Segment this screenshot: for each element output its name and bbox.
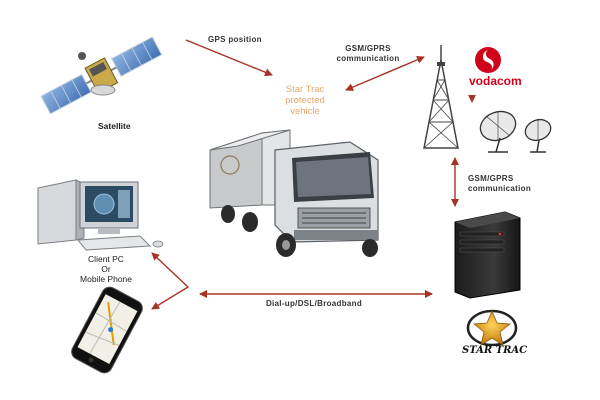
client-label-line3: Mobile Phone (80, 274, 132, 284)
truck-icon (209, 129, 379, 257)
satellite-dish-icon (479, 110, 517, 153)
gps-position-label: GPS position (208, 35, 262, 44)
dialup-label: Dial-up/DSL/Broadband (265, 299, 363, 308)
vodacom-logo (475, 47, 501, 73)
satellite-dish-icon (524, 118, 552, 153)
client-label-line1: Client PC (88, 254, 124, 264)
satellite-label: Satellite (98, 121, 131, 131)
desktop-pc-icon (37, 179, 164, 251)
vehicle-label-line1: Star Trac (285, 84, 325, 95)
gsm-top-label-line2: communication (336, 54, 400, 63)
server-icon (454, 211, 521, 299)
gsm-right-label-line2: communication (468, 184, 532, 193)
mobile-phone-icon (71, 286, 143, 374)
gsm-right-label-line1: GSM/GPRS (468, 174, 514, 183)
client-label-line2: Or (101, 264, 111, 274)
star-trac-logo (466, 309, 518, 347)
cell-tower-icon (423, 45, 459, 149)
arrow-gps-position (185, 39, 273, 77)
vehicle-label-line3: vehicle (290, 106, 320, 117)
vodacom-label: vodacom (469, 74, 522, 88)
arrow-gsm-top (345, 56, 425, 91)
star-trac-label: STAR TRAC (462, 345, 528, 356)
satellite-icon (40, 36, 163, 115)
gsm-top-label-line1: GSM/GPRS (345, 44, 391, 53)
vehicle-label-line2: protected (285, 95, 325, 106)
arrow-client-zigzag (151, 252, 190, 310)
